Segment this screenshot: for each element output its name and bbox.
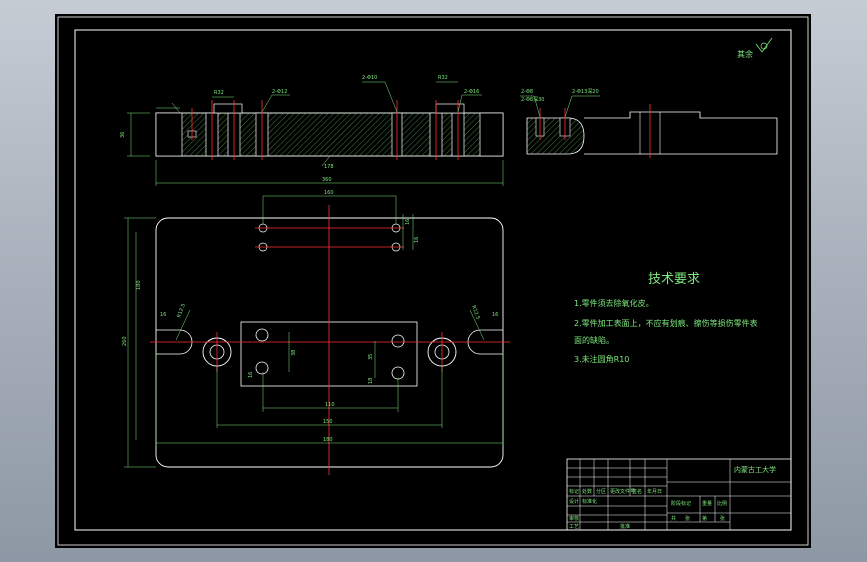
plan-dim-top-right-a: 16 — [405, 219, 411, 225]
dim-r32-right: R32 — [438, 75, 448, 81]
dim-overall-width: 360 — [322, 177, 332, 183]
technical-requirements: 技术要求 1.零件须去除氧化皮。 2.零件加工表面上，不应有划痕、擦伤等损伤零件… — [574, 272, 758, 364]
dim-side-depth30: 2-Φ8深30 — [521, 96, 544, 103]
tb-row-zone: 分区 — [596, 488, 606, 495]
plan-dim-260: 260 — [122, 336, 128, 346]
dim-side-2phi8: 2-Φ8 — [521, 89, 533, 95]
tb-row-sign: 签名 — [632, 488, 642, 495]
plan-dim-16-left: 16 — [160, 312, 166, 318]
dim-height: 36 — [120, 132, 126, 138]
plan-dim-180: 180 — [136, 280, 142, 290]
tb-row-docno: 更改文件号 — [610, 488, 635, 495]
tb-label-process: 工艺 — [569, 524, 579, 530]
tb-label-review: 审核 — [569, 515, 579, 522]
plan-dim-180-bottom: 180 — [323, 437, 333, 443]
roughness-label: 其余 — [737, 49, 753, 59]
plan-dim-110: 110 — [325, 402, 335, 408]
school-name: 内蒙古工大学 — [734, 465, 776, 474]
tb-weight: 重量 — [702, 500, 712, 507]
tech-title: 技术要求 — [648, 272, 700, 287]
tb-row-date: 年月日 — [647, 488, 662, 495]
tech-item-2: 2.零件加工表面上，不应有划痕、擦伤等损伤零件表 — [574, 318, 758, 328]
title-block: 内蒙古工大学 标记 处数 分区 更改文件号 签名 年月日 设计 标准化 审核 工… — [566, 458, 792, 531]
dim-r32-left: R32 — [214, 90, 224, 96]
plan-dim-16-mid: 16 — [248, 372, 254, 378]
tb-sheet-total: 共 — [671, 515, 676, 522]
tech-item-1: 1.零件须去除氧化皮。 — [574, 298, 654, 308]
outer-frame — [57, 16, 809, 546]
tech-item-3: 3.未注圆角R10 — [574, 354, 629, 364]
plan-view: 160 16 16 180 260 R12.5 16 R12.5 16 38 1… — [122, 190, 510, 475]
tech-item-2b: 面的缺陷。 — [574, 335, 614, 345]
plan-dim-r12-right: R12.5 — [470, 305, 481, 321]
plan-dim-150: 150 — [323, 419, 333, 425]
plan-dim-38: 38 — [291, 350, 297, 356]
front-section-view: R32 2-Φ10 2-Φ12 R32 2-Φ16 36 178 360 — [120, 75, 504, 186]
tb-scale: 比例 — [717, 500, 727, 507]
dim-2phi12: 2-Φ12 — [272, 89, 287, 95]
side-section-view: 2-Φ8 2-Φ8深30 2-Φ13深20 — [520, 88, 778, 158]
dim-bottom-note: 178 — [324, 164, 334, 170]
dim-2phi16: 2-Φ16 — [464, 89, 479, 95]
tb-sheet-unit-b: 张 — [720, 515, 725, 522]
roughness-mark: 其余 — [737, 37, 773, 59]
dim-2phi10: 2-Φ10 — [362, 75, 377, 81]
plan-dim-r12-left: R12.5 — [176, 303, 187, 319]
tb-row-count: 处数 — [582, 488, 592, 495]
tb-row-mark: 标记 — [569, 488, 579, 495]
tb-label-approve: 批准 — [620, 523, 630, 530]
tb-sheet-unit-a: 张 — [685, 515, 690, 522]
tb-label-design: 设计 — [569, 498, 579, 505]
tb-stage-mark: 阶段标记 — [671, 500, 691, 507]
plan-dim-18: 18 — [368, 378, 374, 384]
tb-sheet-current: 第 — [702, 515, 707, 522]
plan-dim-35: 35 — [368, 354, 374, 360]
dim-side-2phi13: 2-Φ13深20 — [572, 88, 599, 95]
inner-frame — [74, 29, 792, 531]
plan-dim-top-right-b: 16 — [414, 237, 420, 243]
plan-dim-16-right: 16 — [492, 312, 498, 318]
tb-label-standard: 标准化 — [582, 498, 597, 505]
plan-dim-top-width: 160 — [324, 190, 334, 196]
